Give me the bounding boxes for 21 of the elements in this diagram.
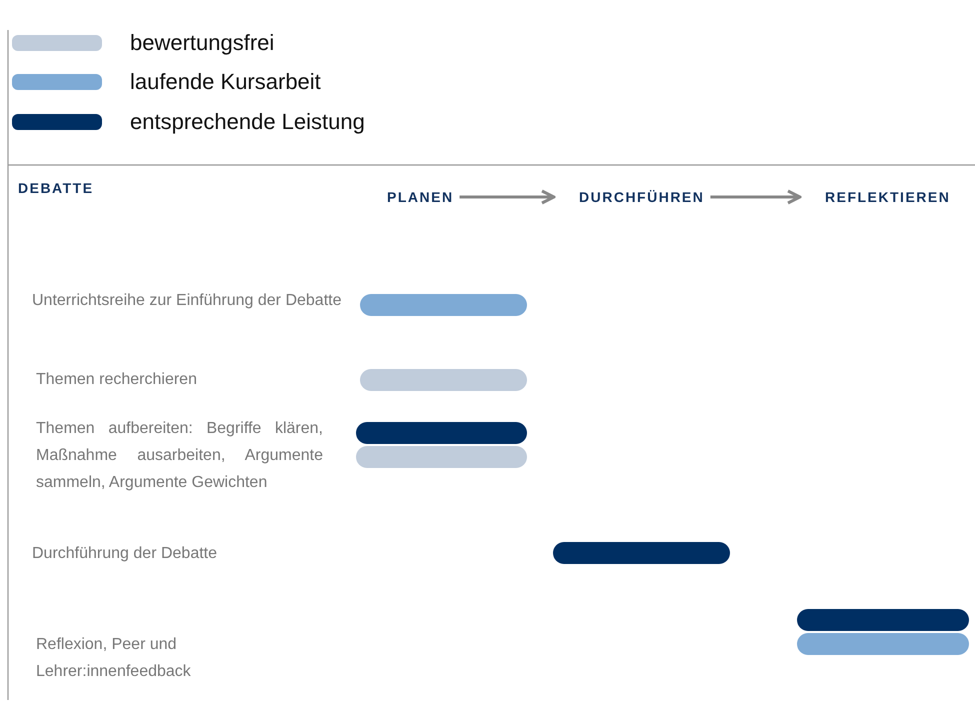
- task-label: Themen aufbereiten: Begriffe klären, Maßnahme ausarbeiten, Argumente sammeln, Argumente Gewichten: [36, 419, 323, 493]
- legend-label: laufende Kursarbeit: [130, 69, 321, 95]
- phase-heading: DURCHFÜHREN: [579, 189, 704, 205]
- task-label: Themen recherchieren: [36, 370, 198, 390]
- gantt-bar: [553, 542, 730, 564]
- task-label: Durchführung der Debatte: [32, 544, 218, 564]
- arrow: [460, 190, 556, 204]
- gantt-bar: [797, 609, 969, 631]
- gantt-bar: [797, 633, 969, 655]
- phase-heading: PLANEN: [387, 189, 454, 205]
- section-heading: DEBATTE: [18, 180, 94, 196]
- arrow: [710, 190, 802, 204]
- task-label: Reflexion, Peer und Lehrer:innenfeedback: [36, 635, 192, 682]
- gantt-bar: [360, 369, 527, 391]
- gantt-bar: [356, 422, 527, 444]
- task-label: Unterrichtsreihe zur Einführung der Debatte: [32, 291, 342, 311]
- gantt-bar: [356, 446, 527, 468]
- phase-heading: REFLEKTIEREN: [825, 189, 950, 205]
- legend-label: entsprechende Leistung: [130, 109, 365, 135]
- gantt-bar: [360, 294, 527, 316]
- legend-label: bewertungsfrei: [130, 30, 274, 56]
